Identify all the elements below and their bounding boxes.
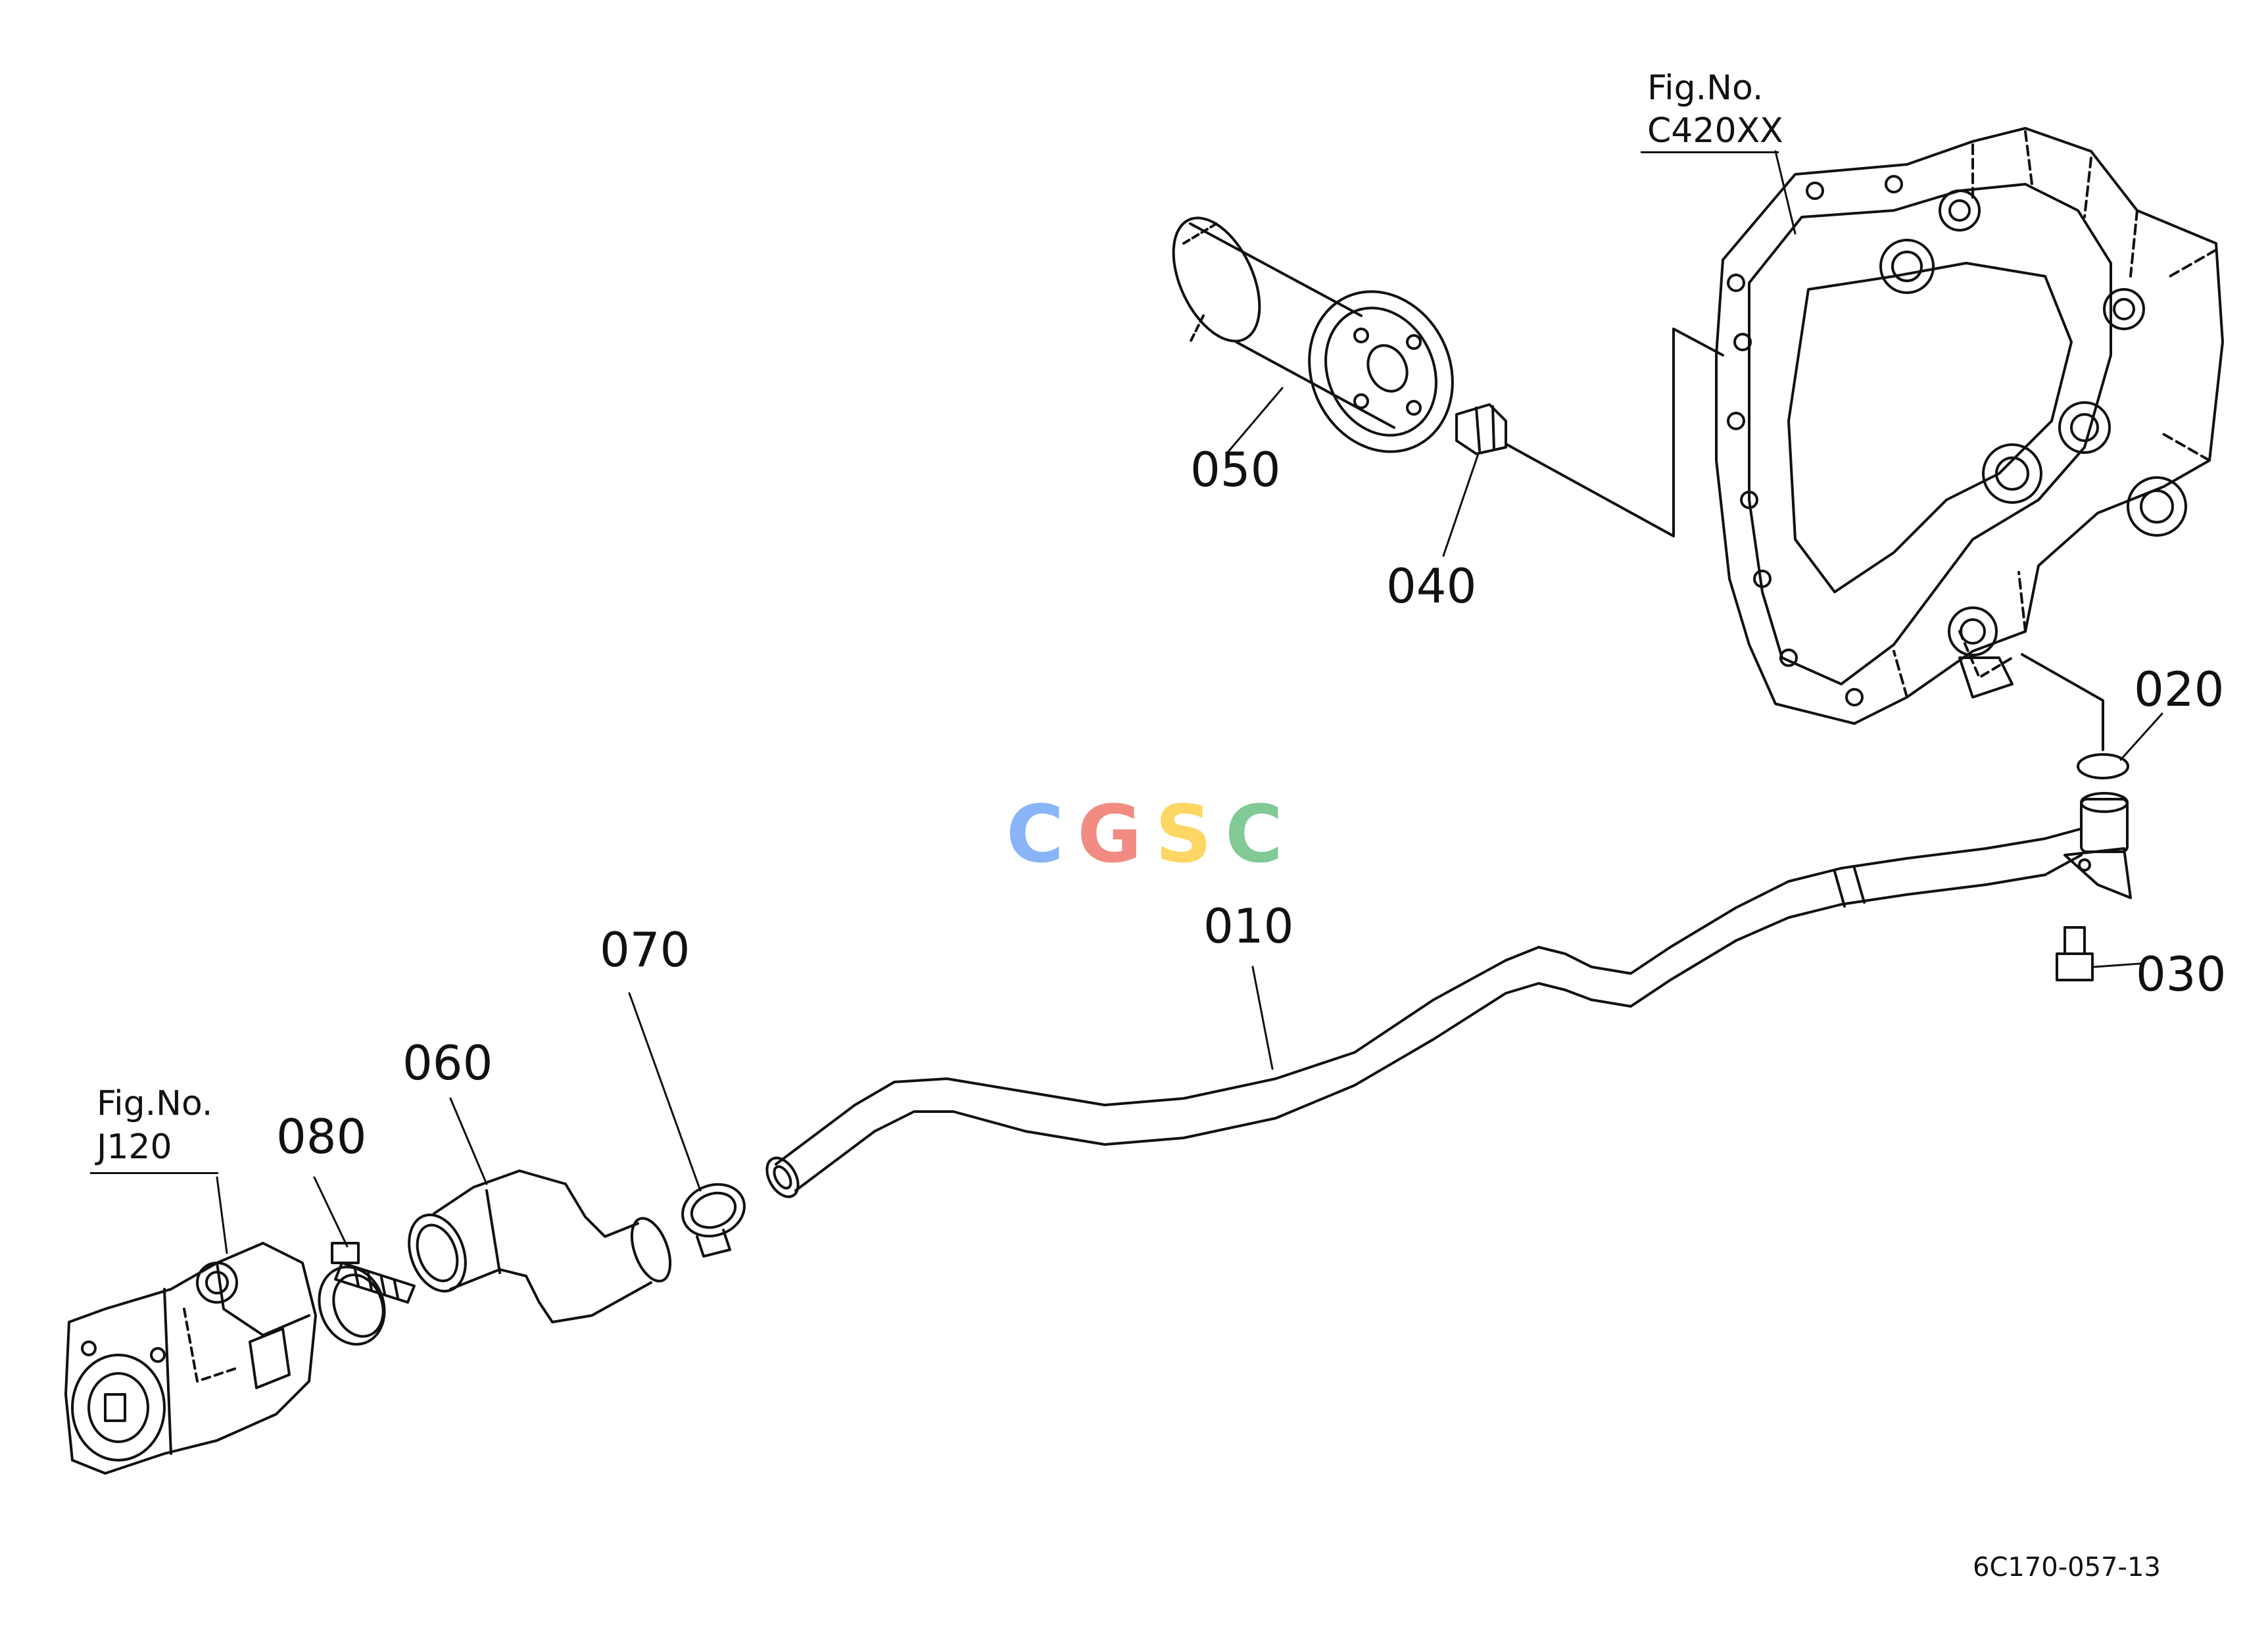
part-label-050: 050 (1190, 442, 1281, 497)
hydraulic-pump-illustration (64, 1242, 317, 1475)
watermark-letter-2: G (1077, 789, 1155, 881)
fig-ref-j120-code: J120 (97, 1127, 172, 1167)
filter-to-housing-line (1505, 328, 1724, 537)
leader-lines (216, 150, 2163, 1254)
drawing-code: 6C170-057-13 (1973, 1552, 2161, 1583)
fig-ref-c420xx-code: C420XX (1647, 111, 1783, 151)
bolt-illustration (2056, 926, 2094, 981)
fig-ref-j120-underline (90, 1172, 218, 1174)
o-ring-illustration (2077, 753, 2129, 779)
watermark-letter-1: C (1006, 789, 1078, 881)
suction-pipe-illustration (765, 827, 2083, 1198)
housing-to-oring-line (2021, 653, 2104, 751)
part-label-060: 060 (402, 1035, 493, 1091)
watermark-logo: CGSC (1006, 789, 1296, 881)
oil-filter-illustration (1172, 216, 1454, 453)
hose-060-illustration (408, 1169, 672, 1323)
part-label-040: 040 (1386, 558, 1477, 614)
part-label-070: 070 (600, 922, 690, 977)
part-label-020: 020 (2134, 662, 2225, 717)
fig-ref-c420xx-line1: Fig.No. (1647, 68, 1764, 108)
fig-ref-j120-line1: Fig.No. (97, 1084, 213, 1123)
hose-clamp-070-illustration (681, 1183, 746, 1258)
fig-ref-c420xx-underline (1641, 151, 1779, 153)
transmission-housing-illustration (1715, 127, 2224, 725)
part-label-080: 080 (276, 1109, 367, 1164)
hose-clamp-080-illustration (318, 1242, 416, 1346)
watermark-letter-3: S (1155, 789, 1226, 881)
filter-fitting-illustration (1455, 403, 1507, 455)
part-label-030: 030 (2136, 946, 2227, 1002)
part-label-010: 010 (1203, 898, 1294, 954)
watermark-letter-4: C (1225, 789, 1297, 881)
pipe-flange-illustration (2063, 792, 2132, 899)
